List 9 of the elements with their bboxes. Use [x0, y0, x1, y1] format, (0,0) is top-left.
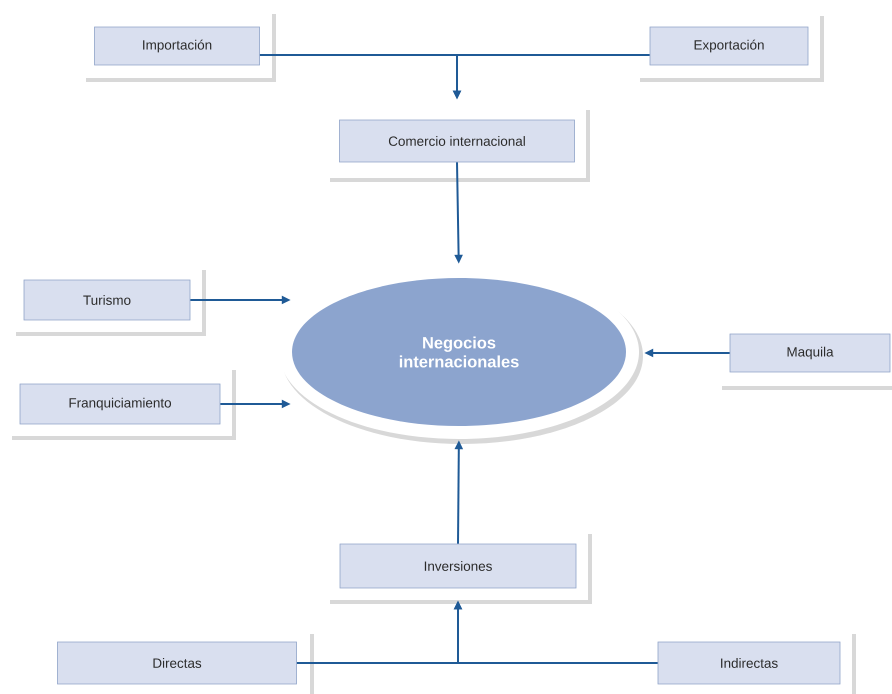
label-box: Inversiones	[326, 530, 592, 604]
label-box: Exportación	[636, 12, 824, 82]
label-box: Directas	[45, 630, 314, 694]
label-box: Franquiciamiento	[8, 366, 236, 440]
label-box: Indirectas	[645, 630, 856, 694]
label-box: Comercio internacional	[326, 106, 590, 182]
label-box: Turismo	[12, 266, 206, 336]
label-box: Importación	[82, 10, 276, 82]
label-box: Maquila	[718, 320, 892, 390]
